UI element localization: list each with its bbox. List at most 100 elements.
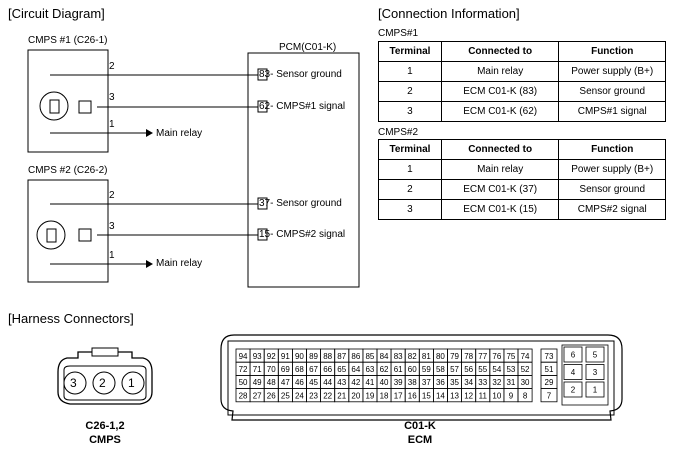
cell-connected-to: ECM C01-K (83) — [440, 81, 560, 102]
arrow-main-relay-2 — [146, 260, 153, 268]
ecm-pin-3: 3 — [593, 368, 598, 377]
ecm-pin-43: 43 — [337, 378, 346, 387]
ecm-pin-17: 17 — [394, 391, 403, 400]
ecm-pin-5-cell — [585, 346, 605, 363]
cell-terminal: 1 — [378, 159, 442, 180]
cell-function: CMPS#2 signal — [558, 199, 666, 220]
cell-function: Power supply (B+) — [558, 159, 666, 180]
ecm-pin-29: 29 — [545, 378, 554, 387]
cmps2-pin-3: 3 — [109, 221, 115, 232]
ecm-pin-73: 73 — [545, 352, 554, 361]
ecm-pin-74: 74 — [521, 352, 530, 361]
ecm-pin-8-cell — [517, 388, 533, 403]
cmps1-pin-2: 2 — [109, 61, 115, 72]
cmps2-pin-1: 1 — [109, 250, 115, 261]
ecm-pin-24: 24 — [295, 391, 304, 400]
ecm-connector-caption-1: C01-K — [404, 420, 436, 432]
ecm-pin-61: 61 — [394, 365, 403, 374]
ecm-pin-34: 34 — [464, 378, 473, 387]
cmps-connector-caption-2: CMPS — [89, 434, 121, 446]
cmps-connector-pin-2: 2 — [99, 376, 106, 390]
ecm-pin-3-cell — [585, 364, 605, 380]
ecm-pin-35: 35 — [450, 378, 459, 387]
ecm-pin-21: 21 — [337, 391, 346, 400]
circuit-diagram-title: [Circuit Diagram] — [8, 6, 105, 21]
pcm-pin-label-62: 62- CMPS#1 signal — [259, 101, 346, 112]
ecm-pin-51: 51 — [545, 365, 554, 374]
connection-info-title: [Connection Information] — [378, 6, 520, 21]
cell-terminal: 3 — [378, 101, 442, 122]
ecm-pin-75: 75 — [506, 352, 515, 361]
ecm-pin-86: 86 — [351, 352, 360, 361]
ecm-pin-16: 16 — [408, 391, 417, 400]
ecm-pin-32: 32 — [492, 378, 501, 387]
ecm-pin-13: 13 — [450, 391, 459, 400]
cell-terminal: 2 — [378, 179, 442, 200]
cmps2-label: CMPS #2 (C26-2) — [28, 165, 108, 176]
ecm-pin-84: 84 — [380, 352, 389, 361]
cell-function: Sensor ground — [558, 81, 666, 102]
ecm-pin-5: 5 — [593, 351, 598, 360]
cell-terminal: 1 — [378, 61, 442, 82]
header-terminal: Terminal — [378, 41, 442, 62]
table-header-row: Terminal Connected to Function — [378, 41, 666, 62]
ecm-pin-1: 1 — [593, 386, 598, 395]
ecm-pin-70: 70 — [267, 365, 276, 374]
ecm-pin-79: 79 — [450, 352, 459, 361]
ecm-pin-57: 57 — [450, 365, 459, 374]
cell-connected-to: Main relay — [440, 61, 560, 82]
ecm-pin-33: 33 — [478, 378, 487, 387]
cell-connected-to: ECM C01-K (15) — [440, 199, 560, 220]
ecm-pin-30: 30 — [521, 378, 530, 387]
ecm-pin-14: 14 — [436, 391, 445, 400]
ecm-pin-76: 76 — [492, 352, 501, 361]
table-header-row: Terminal Connected to Function — [378, 139, 666, 160]
header-function: Function — [558, 139, 666, 160]
cell-function: CMPS#1 signal — [558, 101, 666, 122]
ecm-pin-49: 49 — [253, 378, 262, 387]
ecm-pin-56: 56 — [464, 365, 473, 374]
ecm-right-block — [561, 344, 609, 406]
cell-connected-to: ECM C01-K (37) — [440, 179, 560, 200]
cmps2-sensor-element — [46, 228, 57, 243]
pcm-pin-box-37 — [257, 197, 268, 210]
ecm-pin-82: 82 — [408, 352, 417, 361]
ecm-pin-54: 54 — [492, 365, 501, 374]
ecm-pin-65: 65 — [337, 365, 346, 374]
ecm-pin-20: 20 — [351, 391, 360, 400]
pcm-pin-box-83 — [257, 68, 268, 81]
pcm-pin-box-62 — [257, 100, 268, 113]
cmps-connector-pin-1: 1 — [128, 376, 135, 390]
ecm-pin-15: 15 — [422, 391, 431, 400]
ecm-pin-2-cell — [563, 381, 583, 398]
header-connected-to: Connected to — [440, 41, 560, 62]
cmps2-sensor-element-2 — [78, 228, 92, 242]
cmps2-pin-2: 2 — [109, 190, 115, 201]
cell-function: Sensor ground — [558, 179, 666, 200]
ecm-pin-85: 85 — [365, 352, 374, 361]
ecm-pin-8: 8 — [523, 391, 528, 400]
cmps2-sensor-symbol — [36, 220, 66, 250]
cmps1-table-label: CMPS#1 — [378, 28, 419, 39]
ecm-pin-1-cell — [585, 381, 605, 398]
cell-connected-to: ECM C01-K (62) — [440, 101, 560, 122]
cmps1-pin-1: 1 — [109, 119, 115, 130]
ecm-pin-28: 28 — [239, 391, 248, 400]
cmps1-pin-3: 3 — [109, 92, 115, 103]
ecm-pin-62: 62 — [380, 365, 389, 374]
cell-terminal: 2 — [378, 81, 442, 102]
ecm-pin-4: 4 — [571, 368, 576, 377]
ecm-pin-48: 48 — [267, 378, 276, 387]
ecm-pin-63: 63 — [365, 365, 374, 374]
cmps-connector-drawing — [57, 347, 153, 405]
cmps1-sensor-element-2 — [78, 100, 92, 114]
ecm-pin-89: 89 — [309, 352, 318, 361]
ecm-pin-47: 47 — [281, 378, 290, 387]
